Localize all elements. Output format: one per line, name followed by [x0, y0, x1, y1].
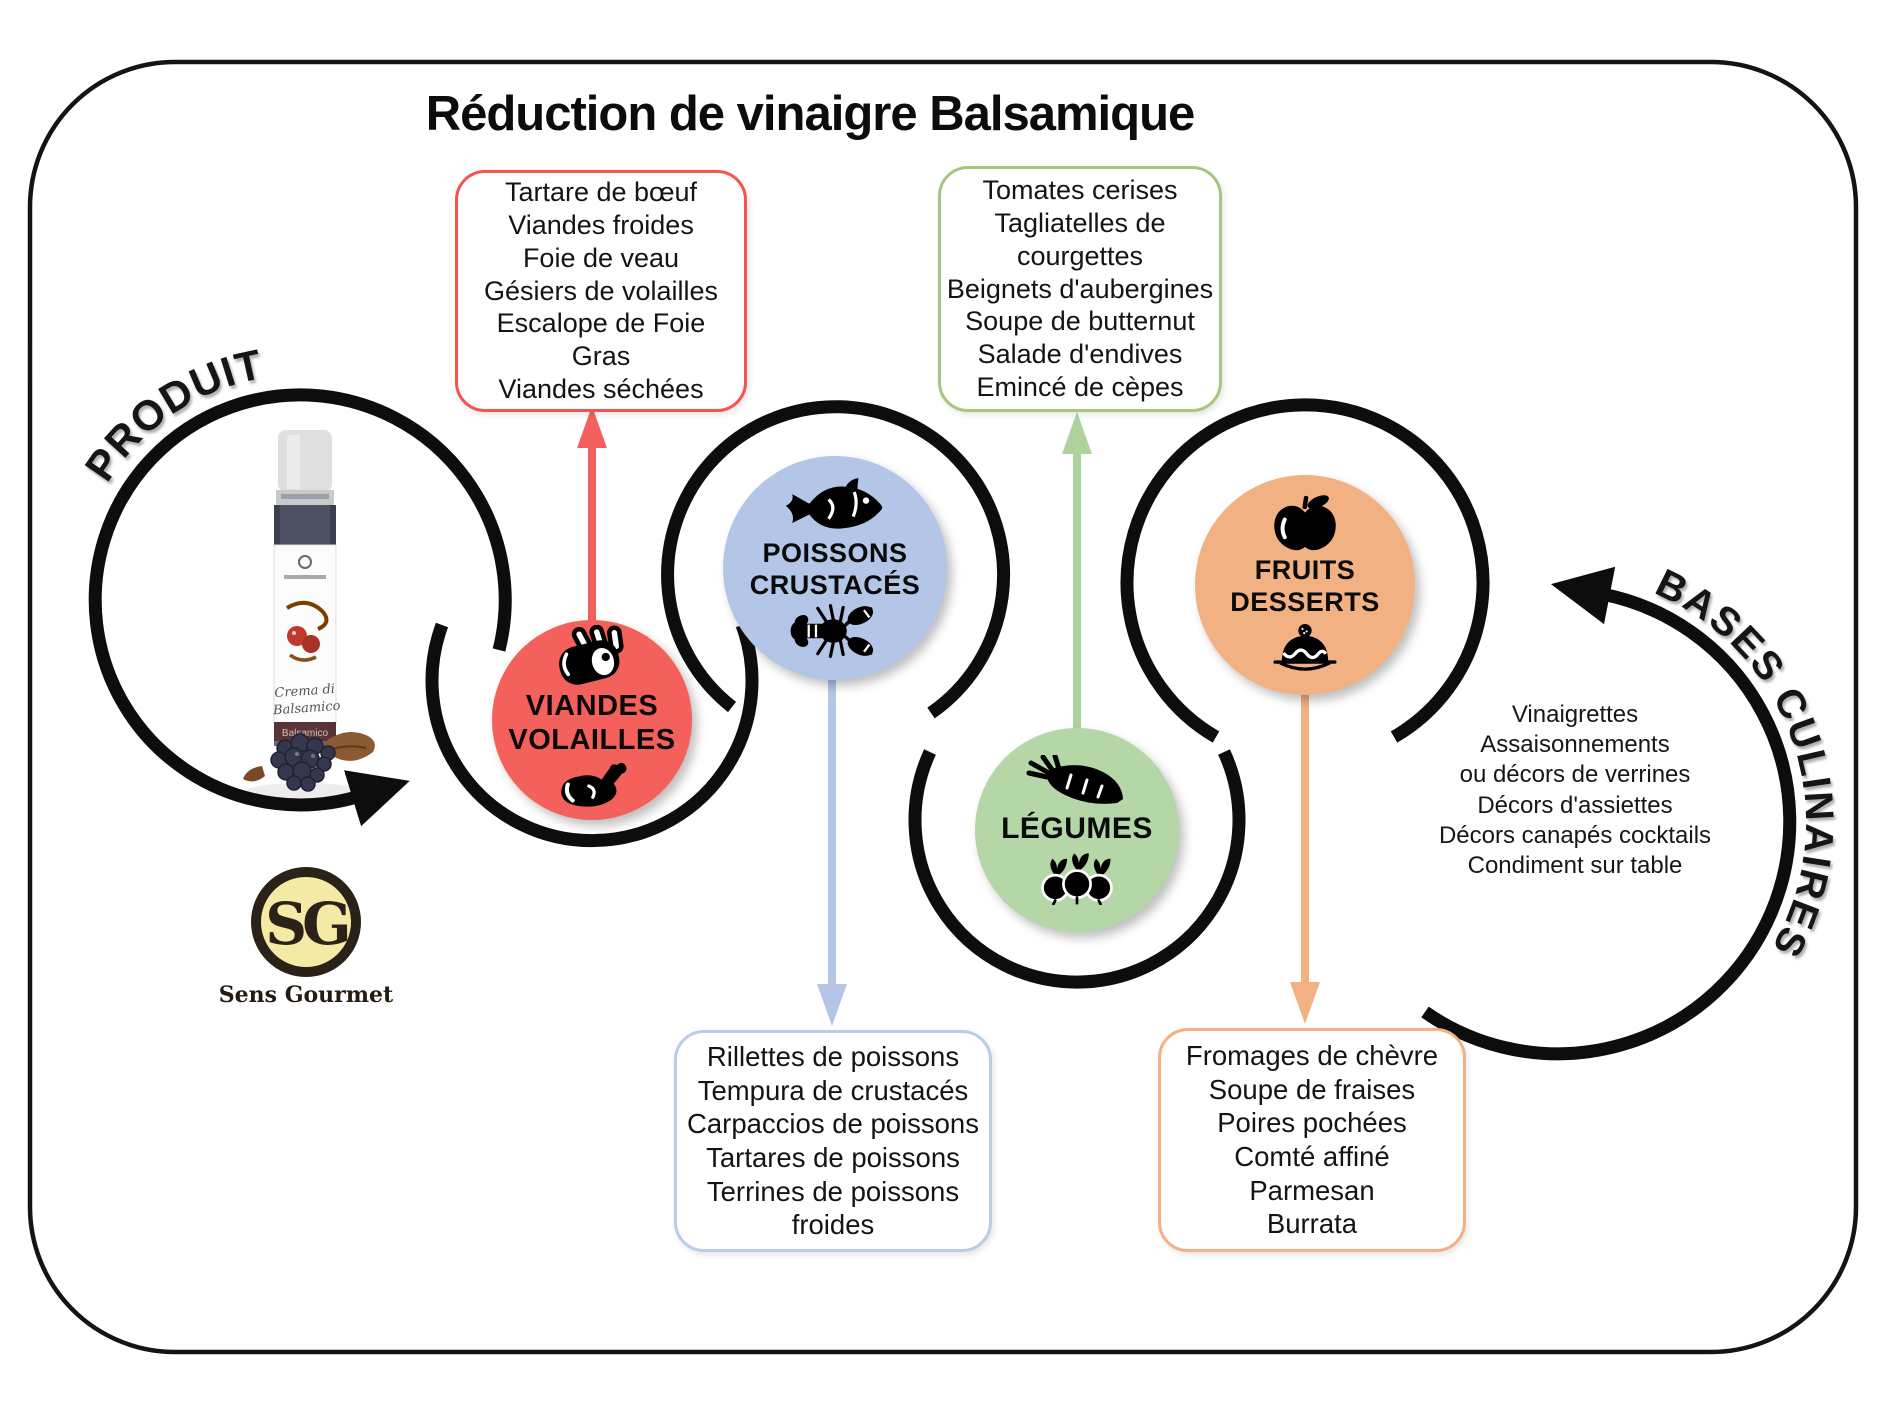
svg-text:Crema di: Crema di	[274, 682, 335, 701]
roast-chicken-icon	[561, 763, 627, 807]
viandes-items-list: Tartare de bœuf Viandes froides Foie de …	[483, 176, 719, 405]
category-circle-poissons: POISSONS CRUSTACÉS	[723, 456, 947, 680]
logo-monogram: SG	[265, 890, 347, 958]
fruits-items-box: Fromages de chèvre Soupe de fraises Poir…	[1158, 1028, 1466, 1252]
fruits-arrow	[1290, 685, 1320, 1024]
flow-loop-legumes	[908, 749, 1246, 989]
fruits-items-list: Fromages de chèvre Soupe de fraises Poir…	[1185, 1040, 1439, 1240]
product-bottle-image: Crema di Balsamico Balsamico	[243, 430, 375, 801]
apple-icon	[1274, 495, 1336, 551]
svg-text:Balsamico: Balsamico	[282, 728, 329, 739]
category-circle-fruits: FRUITS DESSERTS	[1195, 475, 1415, 695]
flow-loop-bases	[1421, 566, 1797, 1061]
category-circle-legumes: LÉGUMES	[975, 728, 1179, 932]
poissons-arrow	[817, 655, 847, 1026]
category-label-legumes: LÉGUMES	[1001, 812, 1153, 846]
flow-loop-product	[88, 388, 512, 827]
brand-name-label: Sens Gourmet	[219, 982, 394, 1008]
bases-items-list: Vinaigrettes Assaisonnements ou décors d…	[1438, 701, 1712, 880]
flow-loop-poissons	[661, 400, 1011, 719]
category-circle-viandes: VIANDES VOLAILLES	[492, 620, 692, 820]
viandes-arrow	[577, 406, 607, 640]
legumes-items-list: Tomates cerises Tagliatelles de courgett…	[946, 174, 1214, 403]
meat-ribs-icon	[559, 624, 624, 685]
svg-text:Balsamico: Balsamico	[272, 699, 342, 719]
lobster-icon	[790, 603, 874, 658]
category-label-poissons: POISSONS CRUSTACÉS	[749, 538, 921, 600]
flow-loop-fruits	[1120, 398, 1490, 743]
outer-border	[27, 59, 1859, 1355]
grapes-image	[270, 733, 336, 792]
sens-gourmet-logo: SG Sens Gourmet	[219, 867, 394, 1008]
category-label-fruits: FRUITS DESSERTS	[1230, 555, 1380, 617]
category-label-viandes: VIANDES VOLAILLES	[508, 689, 676, 756]
radishes-icon	[1041, 853, 1113, 905]
pudding-dessert-icon	[1273, 623, 1337, 671]
legumes-arrow	[1062, 412, 1092, 748]
poissons-items-list: Rillettes de poissons Tempura de crustac…	[687, 1041, 979, 1241]
viandes-items-box: Tartare de bœuf Viandes froides Foie de …	[455, 170, 747, 412]
legumes-items-box: Tomates cerises Tagliatelles de courgett…	[938, 166, 1222, 412]
page-title: Réduction de vinaigre Balsamique	[425, 87, 1196, 141]
flow-loop-viandes	[425, 622, 759, 848]
fish-icon	[785, 478, 883, 529]
carrot-icon	[1026, 755, 1123, 805]
poissons-items-box: Rillettes de poissons Tempura de crustac…	[674, 1030, 992, 1252]
produit-curved-label: PRODUIT	[76, 340, 267, 489]
